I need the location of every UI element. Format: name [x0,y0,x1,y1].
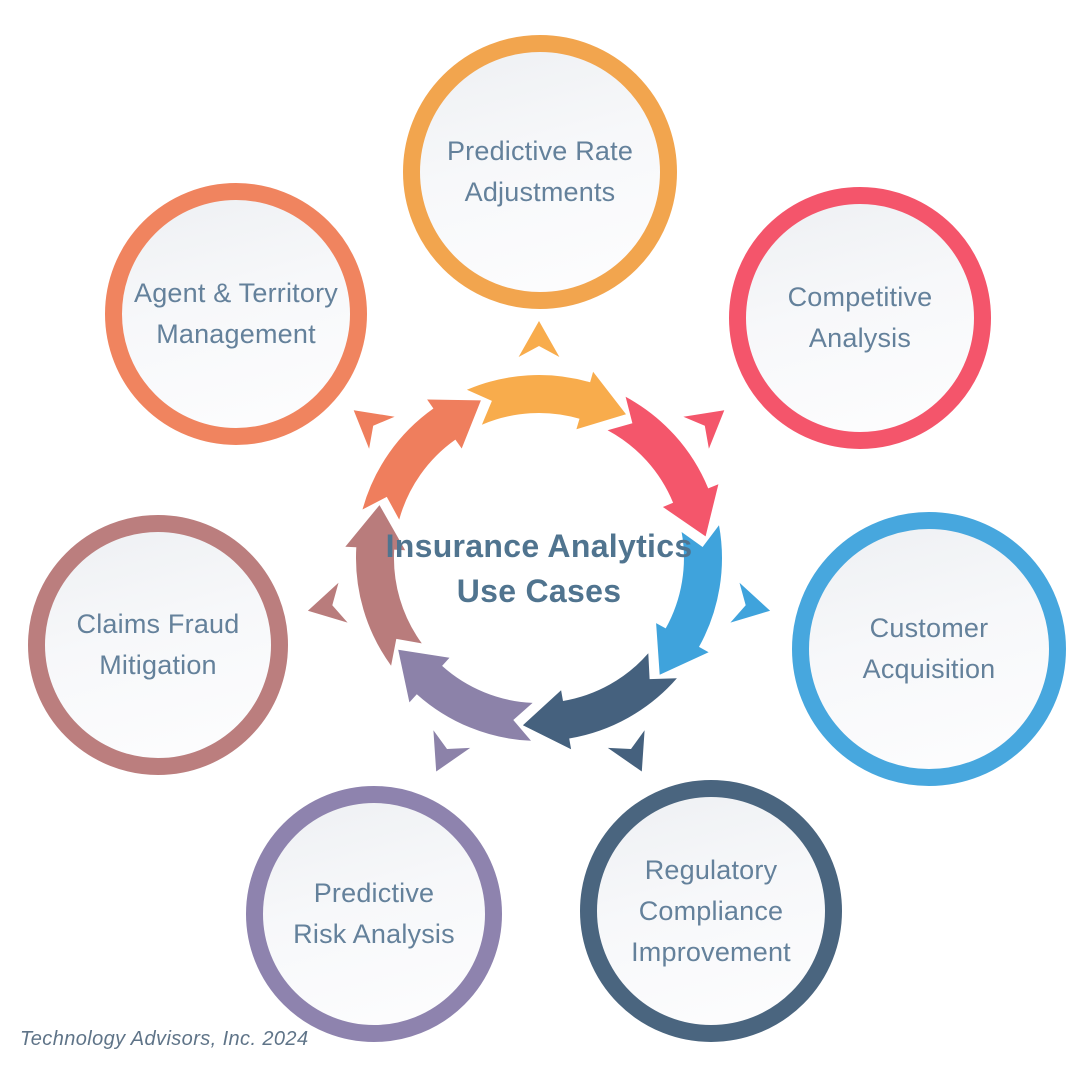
ring-segment-competitive-analysis [607,396,719,537]
ring-pointer-predictive-risk-analysis [433,730,471,772]
ring-pointer-predictive-rate-adjustments [518,321,560,357]
ring-pointer-claims-fraud-mitigation [307,582,348,623]
ring-segment-predictive-risk-analysis [398,649,533,741]
diagram-title-line2: Use Cases [456,573,622,609]
ring-segment-customer-acquisition [656,525,722,675]
diagram-title: Insurance Analytics Use Cases [359,524,719,614]
ring-segment-predictive-rate-adjustments [466,371,626,430]
ring-segment-regulatory-compliance-improvement [522,653,677,750]
ring-pointer-regulatory-compliance-improvement [607,730,645,772]
ring-segment-claims-fraud-mitigation [345,505,422,666]
ring-pointer-customer-acquisition [730,582,771,623]
ring-pointer-agent-territory-management [353,410,395,449]
ring-segment-agent-territory-management [362,399,481,520]
diagram-title-line1: Insurance Analytics [385,528,693,564]
ring-pointer-competitive-analysis [683,410,725,449]
footer-credit: Technology Advisors, Inc. 2024 [20,1028,309,1050]
